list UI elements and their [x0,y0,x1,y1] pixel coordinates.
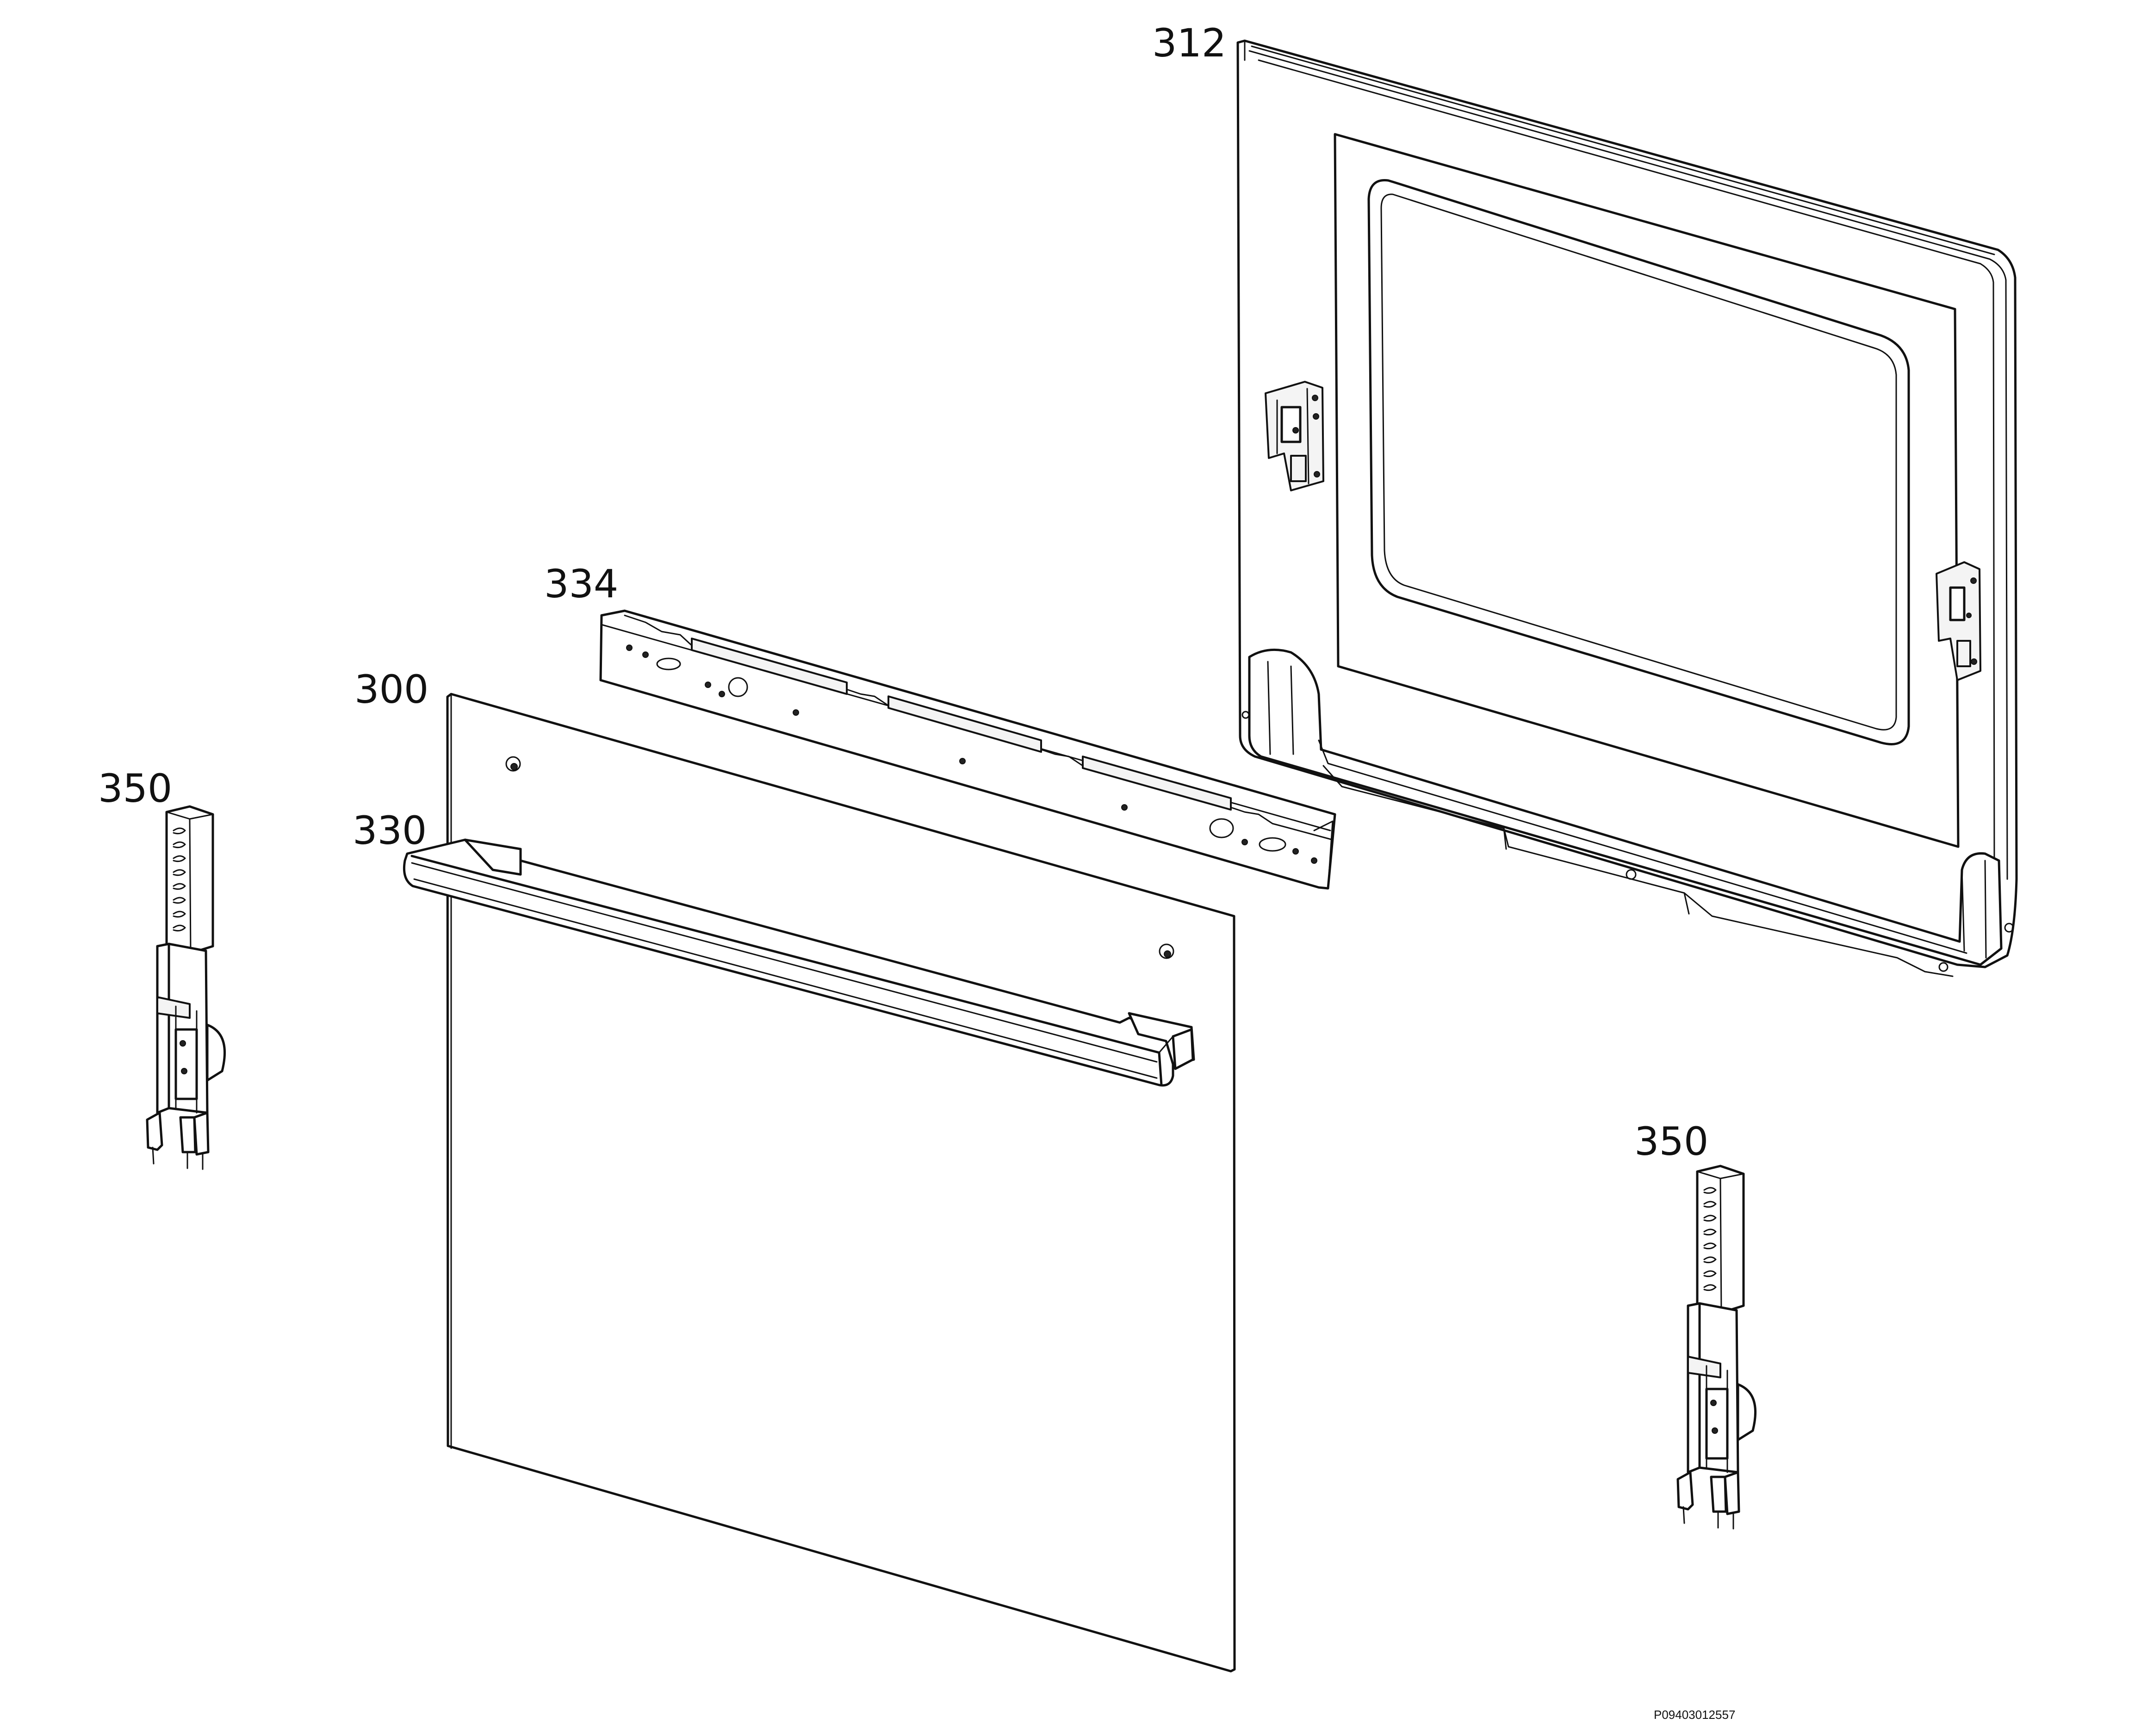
hinge-left-350 [146,805,226,1170]
hinge-right-350 [1676,1165,1756,1530]
callout-330: 330 [353,808,427,853]
callout-300: 300 [354,667,428,712]
callout-334: 334 [544,561,618,607]
door-frame-312 [1236,39,2018,977]
glass-panel-300 [446,693,1236,1673]
callout-350-left: 350 [98,766,172,811]
diagram-code: P09403012557 [1654,1708,1735,1722]
callout-350-right: 350 [1634,1119,1708,1164]
handle-330 [403,838,1195,1087]
crossbar-334 [599,609,1336,890]
callout-312: 312 [1152,20,1226,66]
